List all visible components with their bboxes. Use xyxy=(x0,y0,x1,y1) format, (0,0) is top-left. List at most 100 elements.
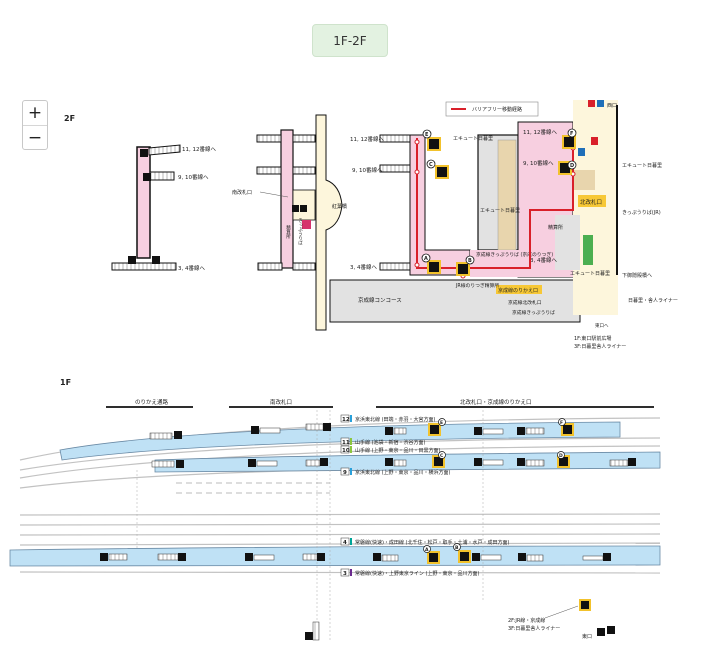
escalator-icon xyxy=(385,458,393,466)
svg-text:E: E xyxy=(425,132,429,138)
escalator-icon xyxy=(385,427,393,435)
label-settlement-main: 精算所 xyxy=(548,224,563,231)
gate-icon xyxy=(292,205,299,212)
track-3: 3 常磐線(快速)・上野東京ライン (上野・東京・品川方面) xyxy=(340,568,479,577)
escalator-icon xyxy=(597,628,605,636)
reserved-seat-machine xyxy=(583,235,593,265)
escalator-icon xyxy=(320,458,328,466)
east-note-line2: 3F:日暮里舎人ライナー xyxy=(508,625,560,632)
label-note-3f: 3F:日暮里舎人ライナー xyxy=(574,343,626,350)
svg-text:常磐線(快速)・上野東京ライン (上野・東京・品川方面): 常磐線(快速)・上野東京ライン (上野・東京・品川方面) xyxy=(355,570,479,577)
label-keisei-gate: 京成線北改札口 xyxy=(508,299,542,306)
floor-tab-1f-2f[interactable]: 1F-2F xyxy=(312,24,388,57)
svg-text:D: D xyxy=(559,453,563,459)
label-inner-11-12: 11, 12番線へ xyxy=(523,128,557,136)
elevator-c[interactable]: C xyxy=(426,159,449,179)
escalator-icon xyxy=(305,632,313,640)
escalator-icon xyxy=(472,553,480,561)
1f-stairs xyxy=(100,423,636,641)
label-platform-9-10: 9, 10番線へ xyxy=(178,173,209,181)
toilet-female-icon xyxy=(591,137,598,145)
escalator-icon xyxy=(248,459,256,467)
elevator-1f-c[interactable]: C xyxy=(432,451,446,468)
label-keisei-tickets-2: 京成線きっぷうりば xyxy=(512,309,555,316)
svg-text:4: 4 xyxy=(343,540,347,546)
escalator-icon xyxy=(517,427,525,435)
svg-text:12: 12 xyxy=(342,417,350,423)
escalator-icon xyxy=(323,423,331,431)
elevator-1f-east[interactable] xyxy=(579,599,591,611)
label-east-exit: 東口へ xyxy=(595,322,609,329)
escalator-icon xyxy=(373,553,381,561)
elevator-b[interactable]: B xyxy=(456,255,475,276)
svg-text:D: D xyxy=(570,163,574,169)
escalator-icon xyxy=(140,149,148,157)
label-north-gate: 北改札口 xyxy=(580,198,602,206)
elevator-f[interactable]: F xyxy=(562,128,577,149)
legend-label: バリアフリー移動経路 xyxy=(472,106,522,113)
elevator-1f-d[interactable]: D xyxy=(557,451,570,468)
track-4: 4 常磐線(快速)・成田線 (北千住・松戸・取手・土浦・水戸・成田方面) xyxy=(340,537,509,546)
escalator-icon xyxy=(474,458,482,466)
elevator-d[interactable]: D xyxy=(558,160,577,175)
elevator-1f-e[interactable]: E xyxy=(428,418,446,436)
2f-left-block: 11, 12番線へ 9, 10番線へ 3, 4番線へ xyxy=(111,144,216,272)
elevator-1f-b[interactable]: B xyxy=(453,543,471,563)
label-platform-11-12: 11, 12番線へ xyxy=(182,145,216,153)
svg-text:山手線 (池袋・新宿・渋谷方面): 山手線 (池袋・新宿・渋谷方面) xyxy=(355,439,426,446)
elevator-1f-a[interactable]: A xyxy=(423,545,440,564)
ticket-machine-icon xyxy=(302,220,311,229)
label-keisei-tickets: 京成線きっぷうりば (京成のりつぎ) xyxy=(476,251,553,258)
escalator-icon xyxy=(474,427,482,435)
svg-text:3: 3 xyxy=(343,571,347,577)
zoom-out-button[interactable]: − xyxy=(23,125,47,150)
escalator-icon xyxy=(152,256,160,264)
elevator-e[interactable]: E xyxy=(422,129,441,151)
toilet-male-icon xyxy=(597,100,604,107)
label-east-ecute: エキュート日暮里 xyxy=(622,162,662,169)
label-jr-tickets: JR線のりつぎ精算所 xyxy=(455,282,499,289)
label-ecute-1: エキュート日暮里 xyxy=(453,135,493,142)
label-bridge: 下御隠殿橋へ xyxy=(622,272,652,279)
north-gate-sign xyxy=(578,195,606,207)
elevator-1f-f[interactable]: F xyxy=(558,418,574,436)
elevator-a[interactable]: A xyxy=(421,253,441,274)
svg-text:C: C xyxy=(429,162,433,168)
svg-text:常磐線(快速)・成田線 (北千住・松戸・取手・土浦・水戸・成: 常磐線(快速)・成田線 (北千住・松戸・取手・土浦・水戸・成田方面) xyxy=(355,539,509,546)
escalator-icon xyxy=(607,626,615,634)
label-west-exit: 西口 xyxy=(607,103,617,109)
label-corridor: 紅葉橋 xyxy=(332,203,347,210)
label-liner: 日暮里・舎人ライナー xyxy=(628,297,678,304)
escalator-icon xyxy=(603,553,611,561)
east-note-line1: 2F:JR線・京成線 xyxy=(508,617,545,624)
gate-icon xyxy=(300,205,307,212)
label-main-9-10: 9, 10番線へ xyxy=(352,166,383,174)
label-south-gate: 南改札口 xyxy=(232,189,252,196)
label-ecute-3: エキュート日暮里 xyxy=(570,270,610,277)
escalator-icon xyxy=(178,553,186,561)
escalator-icon xyxy=(176,460,184,468)
escalator-icon xyxy=(100,553,108,561)
label-main-3-4: 3, 4番線へ xyxy=(350,263,377,271)
section-transfer-passage: のりかえ通路 xyxy=(135,398,169,406)
svg-text:F: F xyxy=(560,420,563,426)
svg-text:C: C xyxy=(440,453,444,459)
svg-text:B: B xyxy=(455,545,459,551)
zoom-in-button[interactable]: + xyxy=(27,103,43,123)
escalator-icon xyxy=(251,426,259,434)
zoom-controls: + − xyxy=(22,100,48,150)
1f-elevators: E F C D A B xyxy=(423,418,591,611)
legend: バリアフリー移動経路 xyxy=(445,101,539,117)
svg-text:E: E xyxy=(440,420,443,426)
svg-text:B: B xyxy=(468,258,472,264)
label-tickets: きっぷうりば xyxy=(298,218,303,247)
escalator-icon xyxy=(174,431,182,439)
floor-label-2f: 2F xyxy=(64,114,76,123)
east-exit-label: 東口 xyxy=(582,633,592,640)
svg-text:F: F xyxy=(570,131,573,137)
